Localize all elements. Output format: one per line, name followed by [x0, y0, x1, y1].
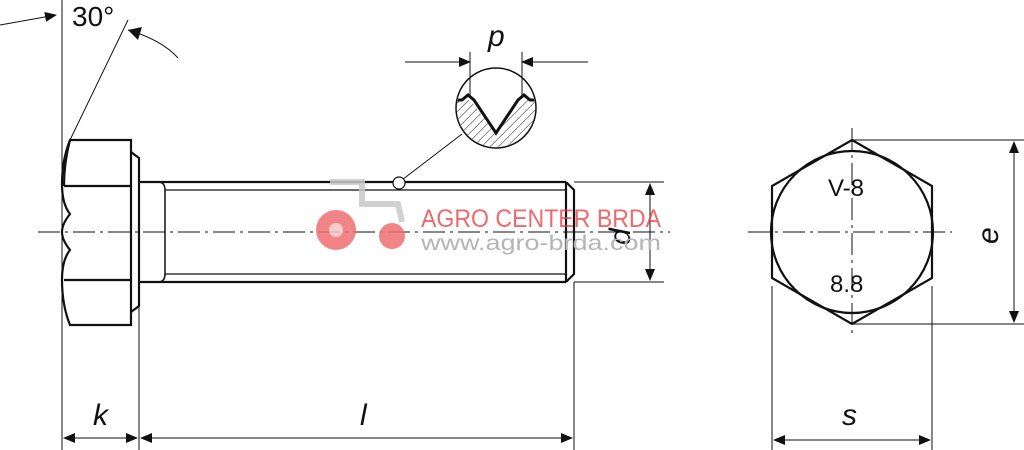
pitch-label: p: [487, 20, 505, 53]
watermark-brand: AGRO CENTER BRDA: [421, 205, 661, 233]
head-height-label: k: [93, 399, 110, 432]
length-label: l: [360, 399, 368, 432]
head-marking-top: V-8: [828, 175, 864, 202]
head-marking-bottom: 8.8: [830, 271, 863, 298]
flats-label: s: [842, 399, 857, 432]
angle-label: 30°: [72, 1, 114, 32]
watermark-logo: [316, 179, 405, 250]
extension-lines: [61, 0, 664, 450]
bolt-shank: [139, 180, 576, 284]
thread-detail: [392, 52, 588, 190]
end-view-extension-lines: [771, 139, 1024, 450]
corners-label: e: [972, 227, 1005, 244]
angle-dimension: [0, 12, 179, 59]
diameter-label: d: [604, 227, 637, 245]
watermark-url: www.agro-brda.com: [420, 232, 661, 255]
